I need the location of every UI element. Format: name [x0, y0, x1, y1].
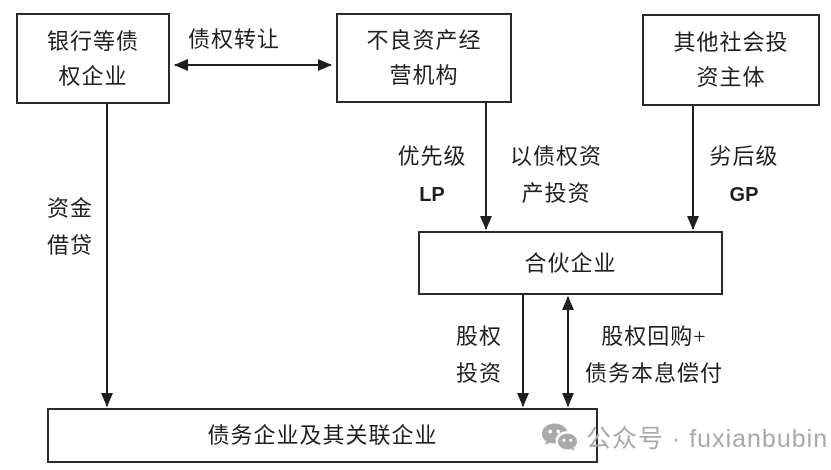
- node-debtor-enterprises: 债务企业及其关联企业: [47, 408, 598, 463]
- wechat-watermark: 公众号 · fuxianbubin: [541, 419, 828, 455]
- edge-label-junior-text: 劣后级: [709, 144, 779, 169]
- edge-label-debt-transfer: 债权转让: [187, 27, 280, 52]
- watermark-text: 公众号 · fuxianbubin: [586, 425, 829, 453]
- edge-label-repurchase-repayment: 股权回购+ 债务本息偿付: [584, 324, 723, 386]
- edge-label-fund-lending: 资金 借贷: [46, 196, 93, 258]
- edge-label-senior-lp: 优先级 LP: [390, 138, 474, 214]
- edge-label-equity-investment: 股权 投资: [455, 324, 502, 386]
- edge-label-gp-text: GP: [729, 184, 759, 206]
- node-partnership-enterprise: 合伙企业: [418, 231, 723, 295]
- wechat-icon: [542, 423, 577, 451]
- node-creditor-enterprises: 银行等债 权企业: [16, 13, 170, 104]
- edge-label-senior-text: 优先级: [397, 144, 467, 169]
- edge-label-lp-text: LP: [419, 184, 445, 206]
- node-npa-management-institution: 不良资产经 营机构: [336, 13, 512, 103]
- edge-label-junior-gp: 劣后级 GP: [702, 138, 786, 214]
- node-other-social-investors: 其他社会投 资主体: [642, 14, 820, 106]
- edge-label-debt-asset-investment: 以债权资 产投资: [509, 144, 602, 206]
